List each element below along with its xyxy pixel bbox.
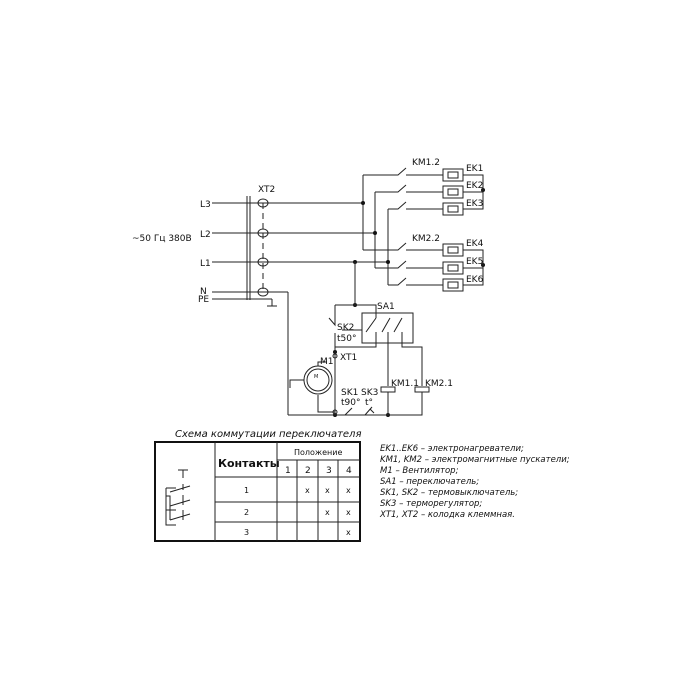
control-circuit: [288, 262, 430, 416]
xt2-label: XT2: [258, 185, 275, 195]
legend-item: XT1, XT2 – колодка клеммная.: [379, 510, 515, 520]
phase-l1: L1: [200, 259, 211, 269]
legend-item: EK1..EK6 – электронагреватели;: [380, 444, 524, 454]
mark: x: [325, 486, 330, 495]
ek1-label: EK1: [466, 164, 483, 174]
sk1-temp: t90°: [341, 398, 360, 408]
sk3-temp: t°: [365, 398, 373, 408]
km22-label: KM2.2: [412, 234, 440, 244]
table-title: Схема коммутации переключателя: [175, 429, 361, 440]
table-rows: 1 x x x 2 x x 3 x: [244, 486, 351, 537]
row-contact: 3: [244, 528, 249, 537]
sa1-label: SA1: [377, 302, 395, 312]
position-header: Положение: [294, 448, 342, 457]
legend: EK1..EK6 – электронагреватели; KM1, KM2 …: [379, 444, 570, 520]
pe-label: PE: [198, 295, 209, 305]
legend-item: SK3 – терморегулятор;: [380, 499, 482, 509]
sk1-label: SK1: [341, 388, 358, 398]
phase-l2: L2: [200, 230, 211, 240]
mark: x: [346, 486, 351, 495]
position-3: 3: [326, 466, 332, 476]
km12-label: KM1.2: [412, 158, 440, 168]
row-contact: 2: [244, 508, 249, 517]
row-contact: 1: [244, 486, 249, 495]
motor-symbol: M: [314, 374, 318, 380]
ek2-label: EK2: [466, 181, 483, 191]
ek4-label: EK4: [466, 239, 484, 249]
phase-l3: L3: [200, 200, 211, 210]
sk2-label: SK2: [337, 323, 354, 333]
m1-label: M1: [320, 357, 334, 367]
sk3-label: SK3: [361, 388, 378, 398]
sk2-temp: t50°: [337, 334, 356, 344]
heater-circuits: [363, 167, 484, 292]
position-2: 2: [305, 466, 311, 476]
position-4: 4: [346, 466, 352, 476]
ek3-label: EK3: [466, 199, 483, 209]
mark: x: [346, 508, 351, 517]
power-wires: [212, 175, 389, 415]
supply-label: ~50 Гц 380В: [132, 234, 192, 244]
km11-label: KM1.1: [391, 379, 419, 389]
ek5-label: EK5: [466, 257, 483, 267]
mark: x: [346, 528, 351, 537]
mark: x: [305, 486, 310, 495]
mark: x: [325, 508, 330, 517]
legend-item: M1 – Вентилятор;: [380, 466, 459, 476]
xt1-label: XT1: [340, 353, 357, 363]
switching-table: [154, 441, 361, 542]
xt2-terminals: [257, 198, 269, 297]
ek6-label: EK6: [466, 275, 484, 285]
neutral-label: N: [200, 287, 207, 297]
contacts-header: Контакты: [218, 457, 280, 470]
km21-label: KM2.1: [425, 379, 453, 389]
position-1: 1: [285, 466, 291, 476]
legend-item: SK1, SK2 – термовыключатель;: [380, 488, 518, 498]
legend-item: SA1 – переключатель;: [380, 477, 479, 487]
legend-item: KM1, KM2 – электромагнитные пускатели;: [380, 455, 570, 465]
